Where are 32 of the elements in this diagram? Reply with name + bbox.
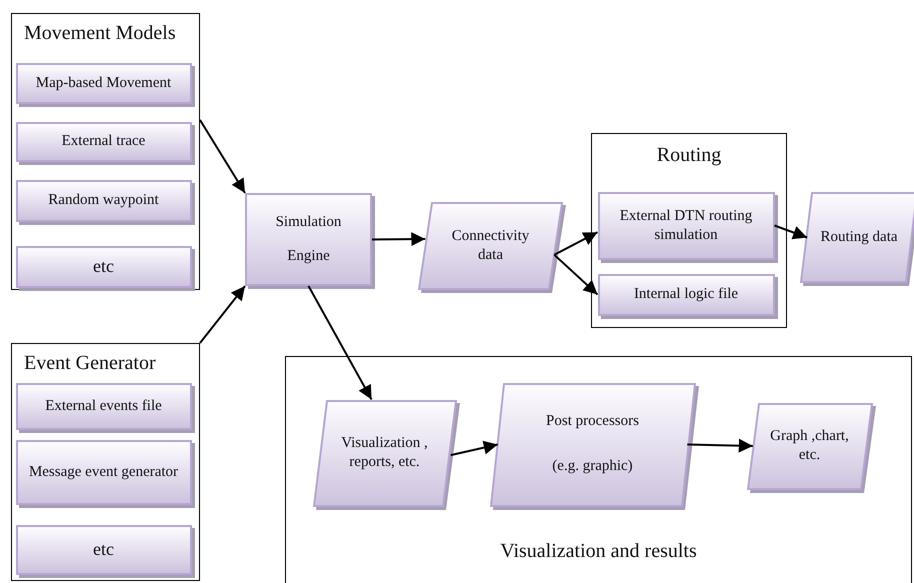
node-label: Routing data xyxy=(820,228,898,247)
node-label: Internal logic file xyxy=(634,285,738,304)
node-label: External trace xyxy=(62,132,146,151)
arrow xyxy=(450,440,498,456)
node-label: etc xyxy=(93,538,114,561)
node-label: Map-based Movement xyxy=(36,74,172,92)
arrow xyxy=(554,231,598,256)
group-box xyxy=(11,13,200,290)
node-label: Engine xyxy=(287,247,330,266)
process-box xyxy=(245,193,372,286)
node-label: Random waypoint xyxy=(48,191,159,210)
arrow xyxy=(372,232,426,246)
group-box xyxy=(11,343,200,581)
node-label: Connectivity data xyxy=(450,226,530,265)
node-label: Message event generator xyxy=(28,462,178,482)
group-title: Movement Models xyxy=(24,22,176,45)
node-label: etc xyxy=(93,255,114,278)
arrow xyxy=(687,438,753,453)
node-label: External events file xyxy=(45,396,162,416)
arrow xyxy=(199,285,246,344)
node-label: External DTN routing simulation xyxy=(618,206,754,244)
arrow xyxy=(199,119,246,194)
arrow xyxy=(308,286,372,400)
group-box xyxy=(591,133,787,328)
data-parallelogram xyxy=(800,192,914,283)
group-title: Visualization and results xyxy=(499,540,698,563)
group-title: Routing xyxy=(656,144,722,167)
node-label: Simulation xyxy=(276,212,342,232)
data-parallelogram xyxy=(418,202,563,290)
arrow xyxy=(554,254,598,296)
arrow xyxy=(774,224,808,240)
group-title: Event Generator xyxy=(24,352,156,375)
